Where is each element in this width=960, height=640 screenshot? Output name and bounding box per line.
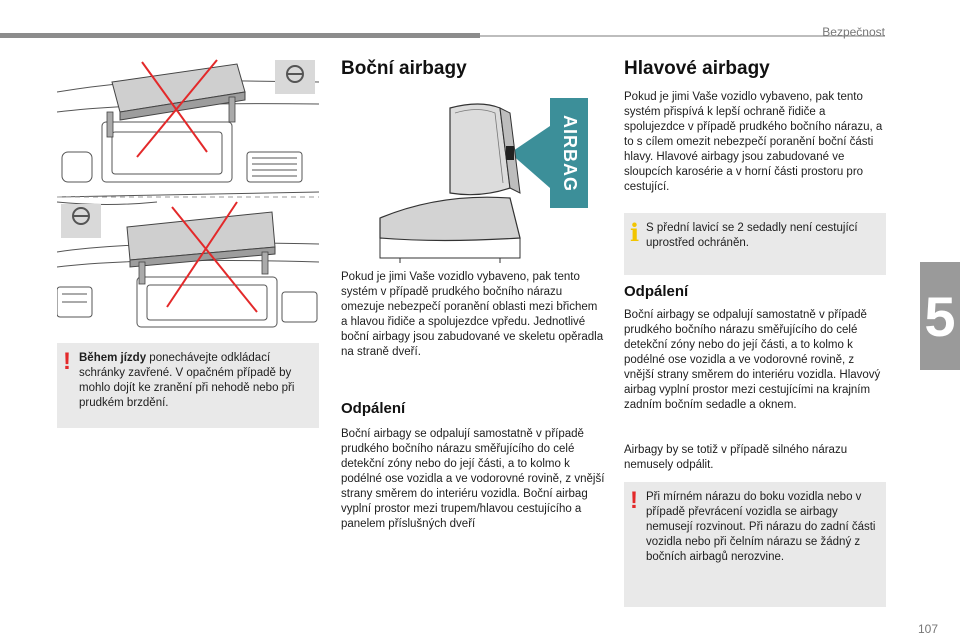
glovebox-illustration xyxy=(56,52,320,342)
info-note-text: S přední lavicí se 2 sedadly není cestuj… xyxy=(646,222,858,249)
info-note-box: i S přední lavicí se 2 sedadly není cest… xyxy=(624,213,886,275)
side-airbags-intro: Pokud je jimi Vaše vozidlo vybaveno, pak… xyxy=(341,271,604,358)
airbag-label: AIRBAG xyxy=(554,100,584,206)
warning-exclamation-icon: ! xyxy=(63,348,71,375)
info-i-icon: i xyxy=(630,218,640,247)
curtain-airbags-title: Hlavové airbagy xyxy=(624,58,770,79)
side-airbags-title: Boční airbagy xyxy=(341,58,467,79)
curtain-airbags-intro: Pokud je jimi Vaše vozidlo vybaveno, pak… xyxy=(624,91,883,193)
chapter-tab: 5 xyxy=(920,262,960,370)
curtain-airbags-deploy-text: Boční airbagy se odpalují samostatně v p… xyxy=(624,309,881,411)
glovebox-drawing xyxy=(56,59,320,328)
seat-drawing xyxy=(379,95,588,263)
seat-illustration: AIRBAG xyxy=(360,95,588,263)
page-number: 107 xyxy=(917,622,938,636)
warning-bold-lead: Během jízdy xyxy=(79,352,147,364)
warning-body: ponechávejte odkládací schránky zavřené.… xyxy=(79,352,295,409)
header-bar-thin xyxy=(480,35,885,37)
side-airbags-deploy-text: Boční airbagy se odpalují samostatně v p… xyxy=(341,428,605,530)
warning-exclamation-icon: ! xyxy=(630,487,638,514)
airbag-label-text: AIRBAG xyxy=(559,114,580,192)
curtain-airbags-deploy-title: Odpálení xyxy=(624,283,689,300)
side-airbags-deploy-title: Odpálení xyxy=(341,400,406,417)
airbag-warning-text: Při mírném nárazu do boku vozidla nebo v… xyxy=(646,491,876,563)
glovebox-warning-box: ! Během jízdy ponechávejte odkládací sch… xyxy=(57,343,319,428)
header-bar xyxy=(0,33,480,38)
airbag-warning-box: ! Při mírném nárazu do boku vozidla nebo… xyxy=(624,482,886,607)
glovebox-warning-text: Během jízdy ponechávejte odkládací schrá… xyxy=(79,351,313,411)
section-label: Bezpečnost xyxy=(822,25,885,39)
chapter-number: 5 xyxy=(924,284,956,348)
red-cross-icon xyxy=(141,61,208,153)
curtain-airbags-extra-text: Airbagy by se totiž v případě silného ná… xyxy=(624,444,848,471)
